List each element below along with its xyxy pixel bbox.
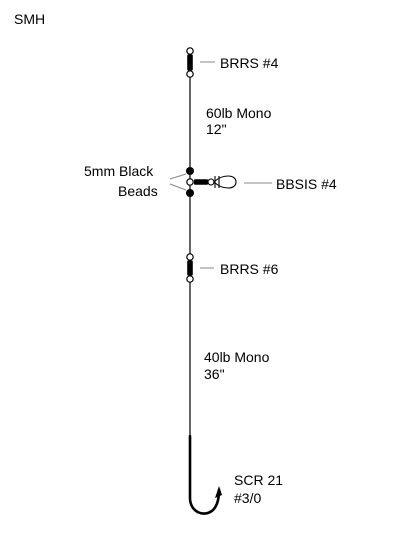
hook-label-line2: #3/0 — [234, 490, 262, 506]
top-swivel-icon — [186, 47, 194, 78]
snap-swivel-label: BBSIS #4 — [276, 176, 337, 192]
lower-line-material: 40lb Mono — [204, 349, 270, 365]
snap-swivel-icon — [186, 175, 237, 189]
bead-pointer-upper — [169, 173, 187, 180]
beads-label-line2: Beads — [118, 183, 158, 199]
mid-swivel-label: BRRS #6 — [220, 261, 279, 277]
top-swivel-label: BRRS #4 — [220, 55, 279, 71]
bead-icon — [186, 167, 194, 197]
diagram-title: SMH — [14, 11, 46, 27]
hook-icon — [188, 434, 222, 515]
beads-label-line1: 5mm Black — [84, 163, 154, 179]
upper-line-material: 60lb Mono — [206, 105, 272, 121]
bead-pointer-lower — [169, 183, 187, 191]
mid-swivel-icon — [186, 253, 194, 283]
lower-line-length: 36" — [204, 366, 225, 382]
hook-label-line1: SCR 21 — [234, 472, 284, 488]
upper-line-length: 12" — [206, 121, 227, 137]
